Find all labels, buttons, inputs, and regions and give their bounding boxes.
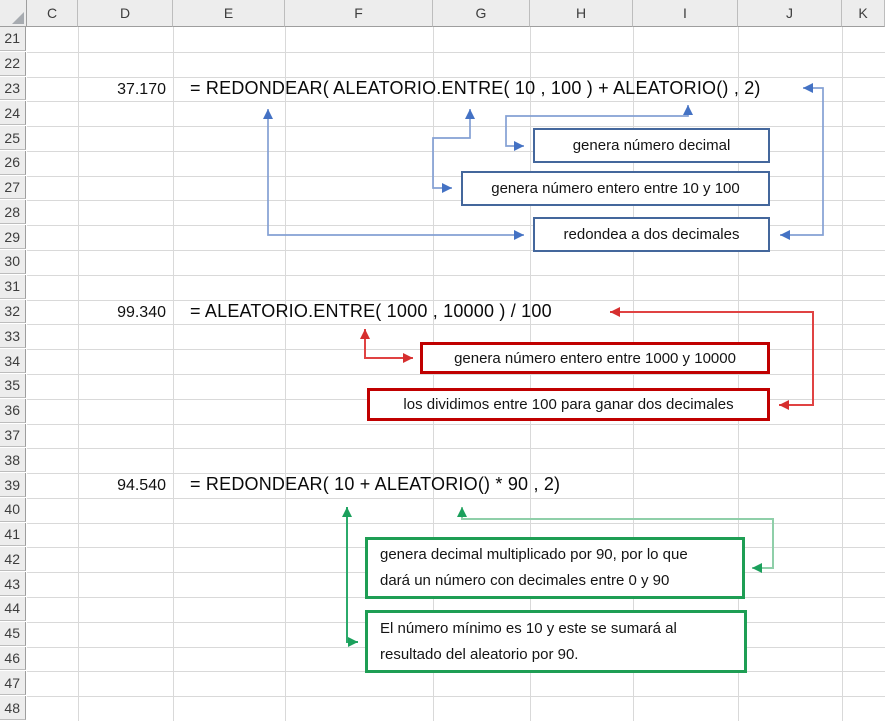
column-header-E[interactable]: E — [173, 0, 285, 27]
callout-entero-10-100[interactable]: genera número entero entre 10 y 100 — [461, 171, 770, 206]
row-header-25[interactable]: 25 — [0, 126, 26, 150]
row-header-29[interactable]: 29 — [0, 225, 26, 250]
row-header-28[interactable]: 28 — [0, 200, 26, 225]
cell-d23-result[interactable]: 37.170 — [117, 81, 166, 98]
row-header-40[interactable]: 40 — [0, 497, 26, 522]
callout-redondea-decimales[interactable]: redondea a dos decimales — [533, 217, 770, 252]
row-header-39[interactable]: 39 — [0, 473, 26, 497]
row-header-32[interactable]: 32 — [0, 299, 26, 324]
row-header-21[interactable]: 21 — [0, 27, 26, 51]
row-header-22[interactable]: 22 — [0, 51, 26, 76]
row-header-34[interactable]: 34 — [0, 349, 26, 373]
column-header-G[interactable]: G — [433, 0, 530, 27]
select-all-corner[interactable] — [0, 0, 27, 27]
row-header-26[interactable]: 26 — [0, 150, 26, 175]
column-header-J[interactable]: J — [738, 0, 842, 27]
row-header-42[interactable]: 42 — [0, 547, 26, 572]
callout-decimal-por-90[interactable]: genera decimal multiplicado por 90, por … — [365, 537, 745, 599]
row-header-37[interactable]: 37 — [0, 423, 26, 448]
cell-e32-formula[interactable]: = ALEATORIO.ENTRE( 1000 , 10000 ) / 100 — [190, 301, 552, 321]
cell-e39-formula[interactable]: = REDONDEAR( 10 + ALEATORIO() * 90 , 2) — [190, 474, 561, 494]
arrow-green-10-to-box — [342, 507, 358, 647]
callout-dividimos-entre-100[interactable]: los dividimos entre 100 para ganar dos d… — [367, 388, 770, 421]
row-header-24[interactable]: 24 — [0, 101, 26, 126]
callout-minimo-10[interactable]: El número mínimo es 10 y este se sumará … — [365, 610, 747, 673]
row-header-30[interactable]: 30 — [0, 250, 26, 274]
row-header-27[interactable]: 27 — [0, 175, 26, 200]
select-all-triangle-icon — [12, 12, 24, 24]
column-header-C[interactable]: C — [27, 0, 78, 27]
row-header-31[interactable]: 31 — [0, 274, 26, 299]
cell-d39-result[interactable]: 94.540 — [117, 477, 166, 494]
row-header-44[interactable]: 44 — [0, 597, 26, 621]
row-header-48[interactable]: 48 — [0, 696, 26, 720]
column-header-I[interactable]: I — [633, 0, 738, 27]
row-header-41[interactable]: 41 — [0, 522, 26, 547]
callout-entero-1000-10000[interactable]: genera número entero entre 1000 y 10000 — [420, 342, 770, 374]
column-header-F[interactable]: F — [285, 0, 433, 27]
column-header-K[interactable]: K — [842, 0, 885, 27]
row-header-36[interactable]: 36 — [0, 398, 26, 423]
cell-d32-result[interactable]: 99.340 — [117, 304, 166, 321]
row-header-38[interactable]: 38 — [0, 448, 26, 473]
row-header-47[interactable]: 47 — [0, 671, 26, 696]
callout-genera-decimal[interactable]: genera número decimal — [533, 128, 770, 163]
arrow-red-entre-to-box — [360, 329, 413, 363]
row-header-23[interactable]: 23 — [0, 76, 26, 101]
cell-e23-formula[interactable]: = REDONDEAR( ALEATORIO.ENTRE( 10 , 100 )… — [190, 78, 761, 98]
column-header-H[interactable]: H — [530, 0, 633, 27]
row-header-33[interactable]: 33 — [0, 324, 26, 349]
row-header-45[interactable]: 45 — [0, 621, 26, 646]
row-header-35[interactable]: 35 — [0, 373, 26, 398]
column-header-D[interactable]: D — [78, 0, 173, 27]
arrow-blue-formula-end-to-box — [780, 83, 824, 240]
row-header-46[interactable]: 46 — [0, 646, 26, 671]
row-header-43[interactable]: 43 — [0, 572, 26, 597]
